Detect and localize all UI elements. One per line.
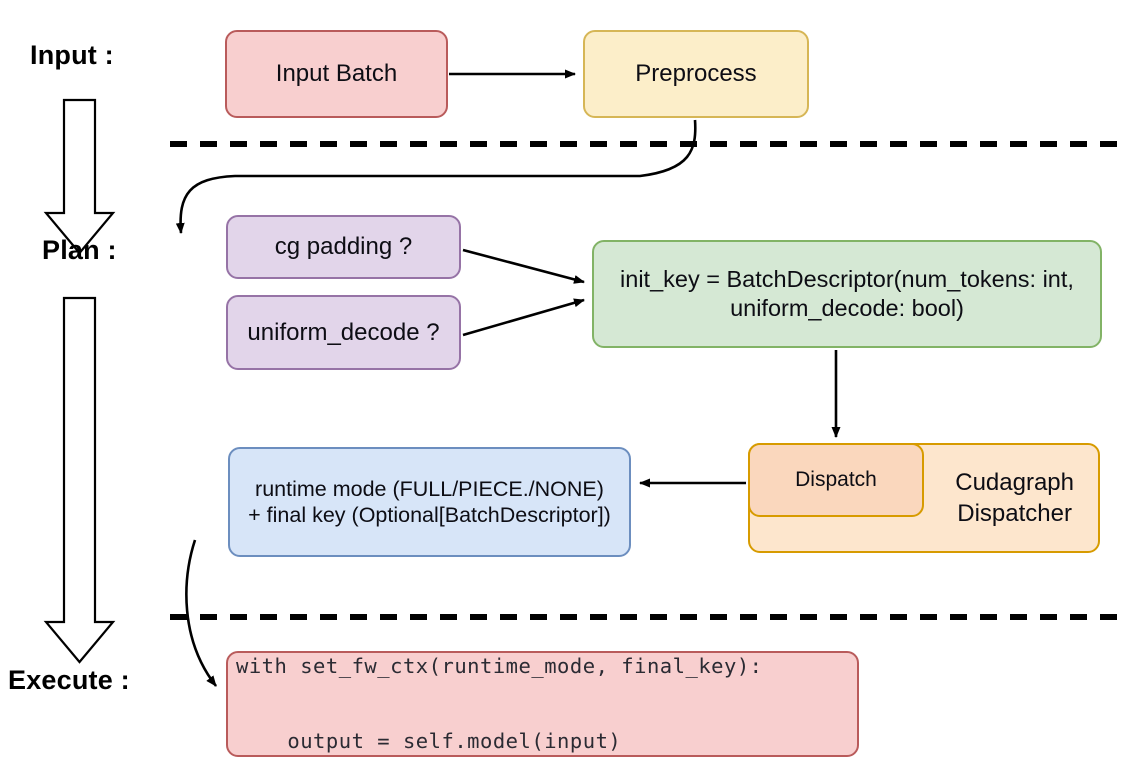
node-cg-padding[interactable]: cg padding ? — [226, 215, 461, 279]
node-preprocess[interactable]: Preprocess — [583, 30, 809, 118]
node-cudagraph-dispatcher-line1: Cudagraph — [955, 468, 1074, 496]
node-execute-code-line1: with set_fw_ctx(runtime_mode, final_key)… — [236, 654, 763, 678]
edge-runtime-mode-to-execute-code — [185, 539, 218, 687]
edge-uniform-decode-to-init-key — [462, 298, 585, 337]
node-input-batch-label: Input Batch — [275, 60, 398, 88]
node-cg-padding-label: cg padding ? — [274, 233, 413, 261]
node-runtime-mode[interactable]: runtime mode (FULL/PIECE./NONE) + final … — [228, 447, 631, 557]
stage-label-input: Input : — [30, 40, 114, 70]
node-init-key-line1: init_key = BatchDescriptor(num_tokens: i… — [620, 266, 1074, 293]
node-execute-code-line2: output = self.model(input) — [236, 729, 622, 753]
node-init-key-line2: uniform_decode: bool) — [730, 295, 964, 321]
plan-to-execute-block-arrow — [43, 296, 116, 664]
node-init-key[interactable]: init_key = BatchDescriptor(num_tokens: i… — [592, 240, 1102, 348]
node-cudagraph-dispatcher-line2: Dispatcher — [957, 500, 1072, 527]
node-preprocess-label: Preprocess — [635, 60, 757, 88]
node-dispatch[interactable]: Dispatch — [748, 443, 924, 517]
node-uniform-decode-label: uniform_decode ? — [247, 318, 440, 346]
node-runtime-mode-line1: runtime mode (FULL/PIECE./NONE) — [255, 476, 604, 501]
node-runtime-mode-line2: + final key (Optional[BatchDescriptor]) — [248, 503, 611, 527]
node-input-batch[interactable]: Input Batch — [225, 30, 448, 118]
stage-label-plan: Plan : — [42, 235, 117, 265]
node-dispatch-label: Dispatch — [795, 468, 877, 492]
node-execute-code[interactable]: with set_fw_ctx(runtime_mode, final_key)… — [226, 651, 859, 757]
edge-cg-padding-to-init-key — [462, 248, 585, 284]
node-uniform-decode[interactable]: uniform_decode ? — [226, 295, 461, 370]
stage-label-execute: Execute : — [8, 665, 130, 695]
input-to-plan-block-arrow — [43, 98, 116, 255]
